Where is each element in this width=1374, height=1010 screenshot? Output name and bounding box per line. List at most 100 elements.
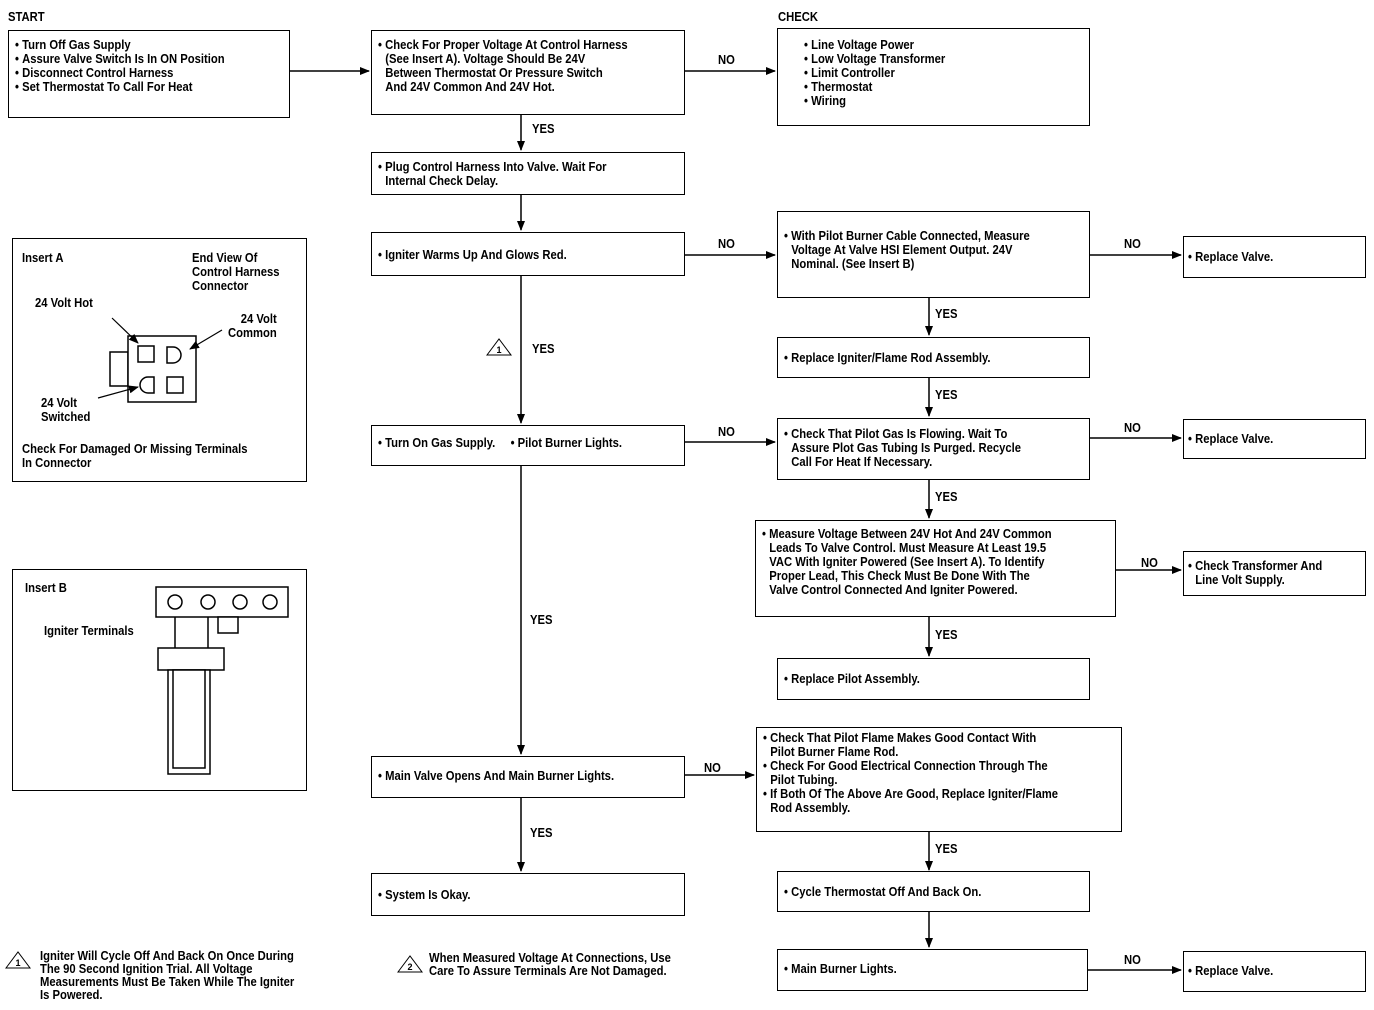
common-terminal-label: 24 Volt Common [228, 312, 277, 340]
no-label: NO [718, 53, 735, 67]
box-line: Pilot Burner Lights. [511, 436, 622, 450]
box-line: Check That Pilot Flame Makes Good Contac… [763, 731, 1058, 745]
yes-label: YES [935, 490, 958, 504]
box-line: Pilot Burner Flame Rod. [770, 745, 899, 759]
check-transformer-box: Check Transformer And Line Volt Supply. [1183, 551, 1366, 596]
insert-a-connector-drawing [109, 335, 197, 403]
box-line: Leads To Valve Control. Must Measure At … [769, 541, 1047, 555]
yes-label: YES [935, 842, 958, 856]
replace-valve-box: Replace Valve. [1183, 419, 1366, 459]
box-line: Check For Proper Voltage At Control Harn… [378, 38, 628, 52]
box-line: Cycle Thermostat Off And Back On. [784, 885, 981, 899]
box-line: Replace Pilot Assembly. [784, 672, 920, 686]
end-view-label: End View Of Control Harness Connector [192, 251, 280, 293]
gas-supply-box: Turn On Gas Supply. Pilot Burner Lights. [371, 425, 685, 466]
no-label: NO [718, 425, 735, 439]
cycle-thermostat-box: Cycle Thermostat Off And Back On. [777, 871, 1090, 912]
box-line: Replace Valve. [1188, 250, 1273, 264]
start-step: Set Thermostat To Call For Heat [15, 80, 225, 94]
insert-a-panel [12, 238, 307, 482]
label-line: Connector [192, 279, 249, 293]
box-line: Check Transformer And [1188, 559, 1322, 573]
plug-harness-box: Plug Control Harness Into Valve. Wait Fo… [371, 152, 685, 195]
box-line: Replace Valve. [1188, 964, 1273, 978]
pilot-gas-box: Check That Pilot Gas Is Flowing. Wait To… [777, 418, 1090, 480]
note-line: The 90 Second Ignition Trial. All Voltag… [40, 962, 253, 976]
note-1-triangle-icon [5, 951, 31, 969]
measure-voltage-box: Measure Voltage Between 24V Hot And 24V … [755, 520, 1116, 617]
start-box: Turn Off Gas Supply Assure Valve Switch … [8, 30, 290, 118]
box-line: Line Volt Supply. [1195, 573, 1285, 587]
yes-label: YES [935, 307, 958, 321]
check-item: Wiring [804, 94, 945, 108]
note-line: Igniter Will Cycle Off And Back On Once … [40, 949, 294, 963]
box-line: Valve Control Connected And Igniter Powe… [769, 583, 1018, 597]
box-line: Main Valve Opens And Main Burner Lights. [378, 769, 614, 783]
box-line: Rod Assembly. [770, 801, 851, 815]
footnote-1: Igniter Will Cycle Off And Back On Once … [40, 950, 294, 1002]
system-okay-box: System Is Okay. [371, 873, 685, 916]
check-item: Line Voltage Power [804, 38, 945, 52]
box-line: Pilot Tubing. [770, 773, 838, 787]
main-burner-box: Main Burner Lights. [777, 949, 1088, 991]
box-line: VAC With Igniter Powered (See Insert A).… [769, 555, 1045, 569]
check-heading: CHECK [778, 10, 819, 24]
yes-label: YES [935, 388, 958, 402]
box-line: Voltage At Valve HSI Element Output. 24V [791, 243, 1013, 257]
label-line: Control Harness [192, 265, 280, 279]
switched-terminal-label: 24 Volt Switched [41, 396, 90, 424]
svg-text:1: 1 [15, 958, 20, 968]
box-line: System Is Okay. [378, 888, 470, 902]
insert-a-note: Check For Damaged Or Missing Terminals I… [22, 442, 247, 470]
box-line: Between Thermostat Or Pressure Switch [385, 66, 603, 80]
check-item: Thermostat [804, 80, 945, 94]
label-line: Common [228, 326, 277, 340]
box-line: Replace Igniter/Flame Rod Assembly. [784, 351, 990, 365]
box-line: With Pilot Burner Cable Connected, Measu… [784, 229, 1030, 243]
box-line: And 24V Common And 24V Hot. [385, 80, 555, 94]
yes-label: YES [530, 826, 553, 840]
no-label: NO [1124, 237, 1141, 251]
label-line: End View Of [192, 251, 258, 265]
note-2-triangle-icon [397, 955, 423, 973]
no-label: NO [718, 237, 735, 251]
svg-text:1: 1 [496, 345, 501, 355]
no-label: NO [1124, 953, 1141, 967]
igniter-terminals-label: Igniter Terminals [44, 624, 134, 638]
check-item: Limit Controller [804, 66, 945, 80]
note-1-triangle-icon [486, 338, 512, 356]
label-line: 24 Volt [41, 396, 78, 410]
box-line: Replace Valve. [1188, 432, 1273, 446]
pilot-cable-box: With Pilot Burner Cable Connected, Measu… [777, 211, 1090, 298]
box-line: Check That Pilot Gas Is Flowing. Wait To [784, 427, 1021, 441]
label-line: 24 Volt [240, 312, 277, 326]
replace-valve-box: Replace Valve. [1183, 951, 1366, 992]
hot-terminal-label: 24 Volt Hot [35, 296, 93, 310]
replace-igniter-box: Replace Igniter/Flame Rod Assembly. [777, 337, 1090, 378]
start-step: Disconnect Control Harness [15, 66, 225, 80]
box-line: Nominal. (See Insert B) [791, 257, 915, 271]
yes-label: YES [532, 342, 555, 356]
replace-pilot-box: Replace Pilot Assembly. [777, 658, 1090, 700]
start-step: Turn Off Gas Supply [15, 38, 225, 52]
note-line: When Measured Voltage At Connections, Us… [429, 951, 671, 965]
box-line: (See Insert A). Voltage Should Be 24V [385, 52, 586, 66]
insert-a-title: Insert A [22, 251, 64, 265]
note-line: Care To Assure Terminals Are Not Damaged… [429, 964, 667, 978]
insert-b-igniter-drawing [155, 586, 289, 775]
note-line: Measurements Must Be Taken While The Ign… [40, 975, 295, 989]
check-item: Low Voltage Transformer [804, 52, 945, 66]
box-line: Plug Control Harness Into Valve. Wait Fo… [378, 160, 606, 174]
footnote-2: When Measured Voltage At Connections, Us… [429, 952, 671, 978]
yes-label: YES [935, 628, 958, 642]
no-label: NO [1124, 421, 1141, 435]
voltage-check-box: Check For Proper Voltage At Control Harn… [371, 30, 685, 115]
no-label: NO [1141, 556, 1158, 570]
box-line: If Both Of The Above Are Good, Replace I… [763, 787, 1058, 801]
box-line: Assure Plot Gas Tubing Is Purged. Recycl… [791, 441, 1022, 455]
insert-b-title: Insert B [25, 581, 67, 595]
insert-b-panel [12, 569, 307, 791]
label-line: In Connector [22, 456, 92, 470]
check-list-box: Line Voltage Power Low Voltage Transform… [777, 28, 1090, 126]
replace-valve-box: Replace Valve. [1183, 236, 1366, 278]
